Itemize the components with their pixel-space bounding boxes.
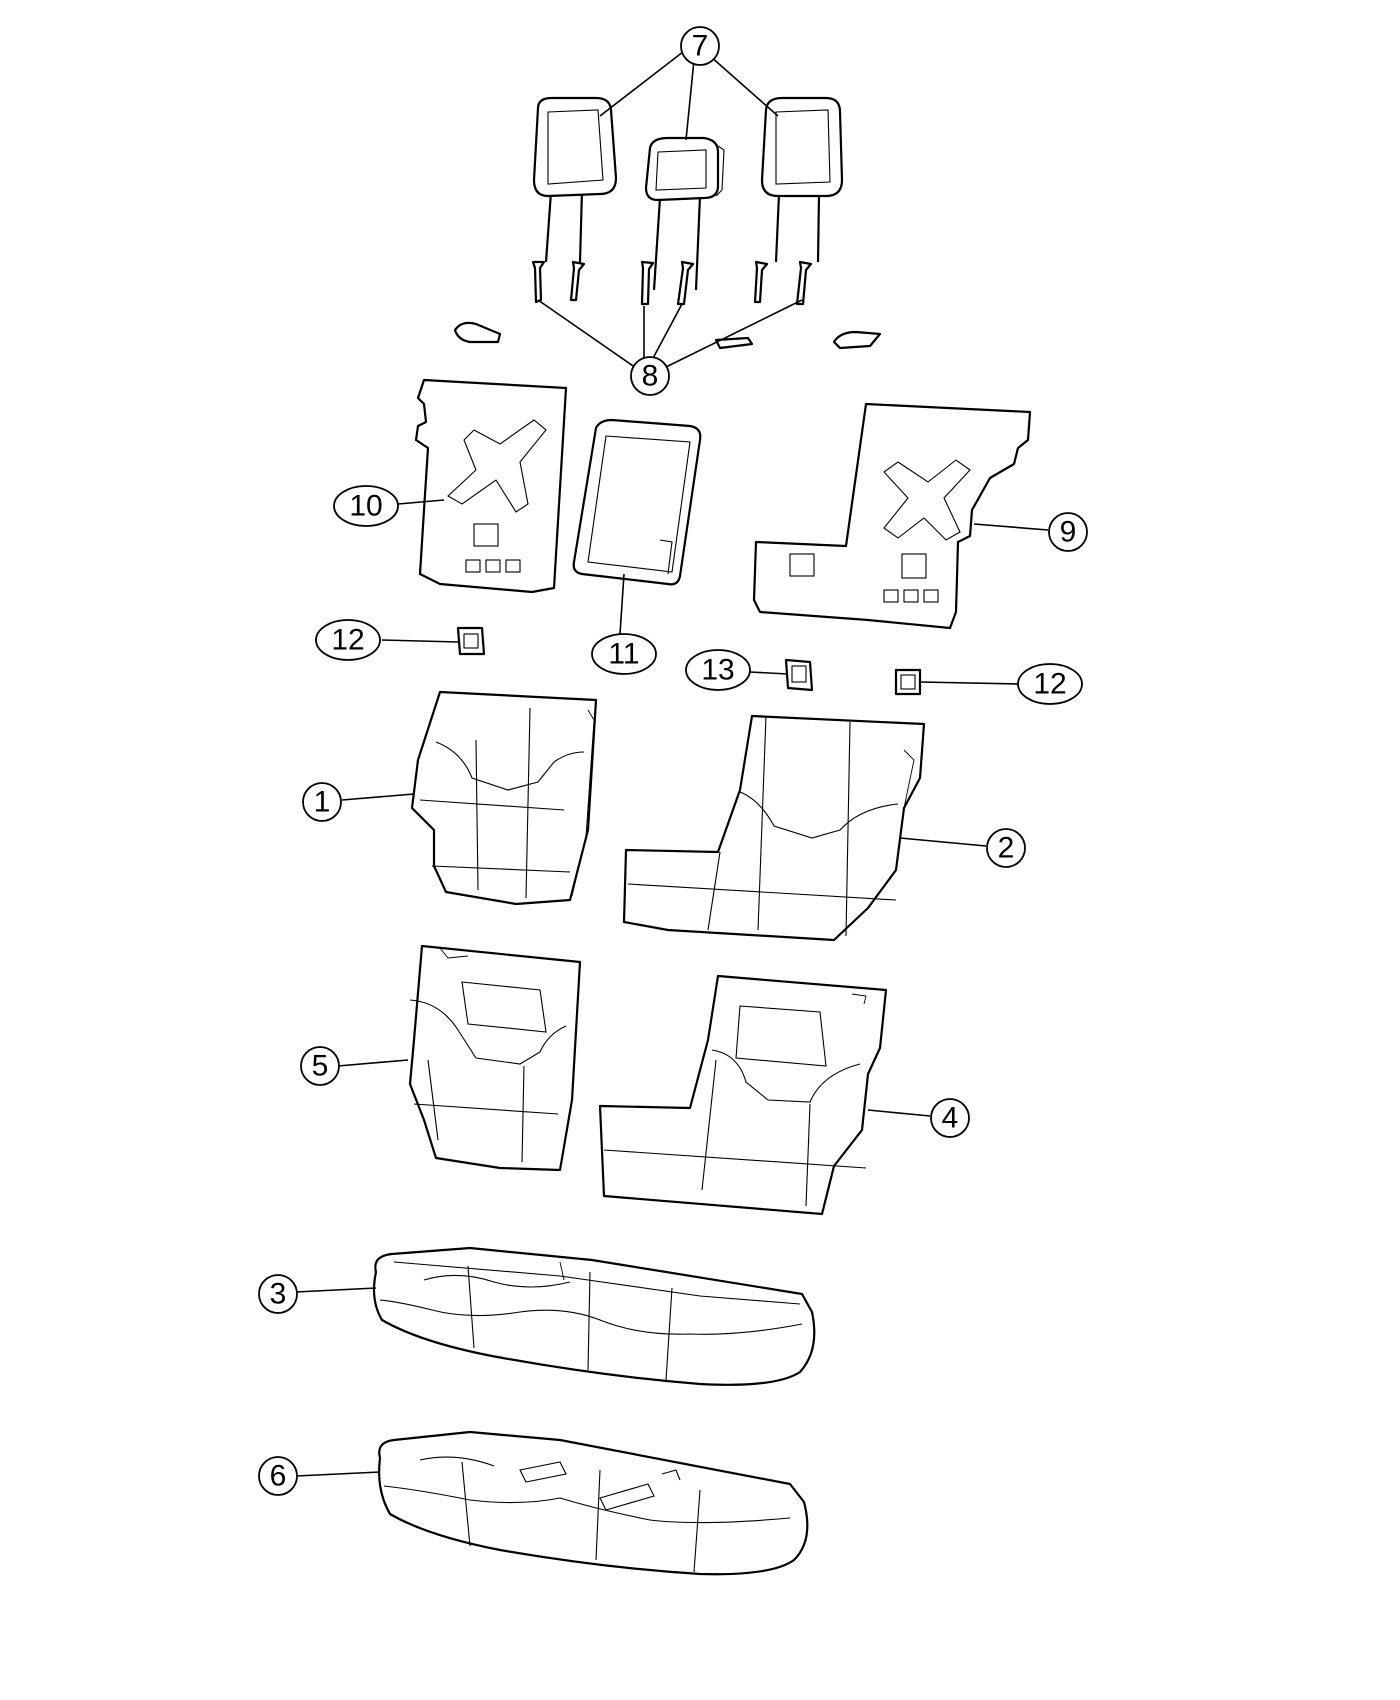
- callout-11: 11: [591, 633, 657, 675]
- callout-3: 3: [258, 1274, 298, 1314]
- callout-4: 4: [930, 1098, 970, 1138]
- seatback-cover-left: [410, 690, 598, 906]
- callout-12-left-label: 12: [331, 624, 364, 657]
- left-seatback-frame: [414, 378, 568, 594]
- callout-1: 1: [302, 782, 342, 822]
- callout-2: 2: [986, 828, 1026, 868]
- right-seatback-frame: [752, 402, 1032, 630]
- headrest-trim-bezels: [453, 321, 882, 350]
- leader-lines: [295, 47, 1049, 1477]
- callout-12-left: 12: [315, 619, 381, 661]
- callout-12-right: 12: [1017, 663, 1083, 705]
- callout-10: 10: [333, 485, 399, 527]
- callout-1-label: 1: [314, 786, 331, 819]
- callout-7: 7: [680, 26, 720, 66]
- headrest-left: [532, 96, 618, 263]
- seatback-cover-right: [622, 714, 926, 942]
- latch-cover-right: [894, 668, 922, 696]
- headrest-guide-sleeves: [531, 260, 813, 306]
- callout-8: 8: [630, 356, 670, 396]
- callout-9-label: 9: [1060, 516, 1077, 549]
- callout-5-label: 5: [312, 1050, 329, 1083]
- callout-12-right-label: 12: [1033, 668, 1066, 701]
- center-armrest: [572, 418, 702, 586]
- seat-cushion-cover: [372, 1246, 816, 1386]
- seatback-foam-left: [408, 944, 582, 1172]
- callout-13: 13: [685, 649, 751, 691]
- callout-13-label: 13: [701, 654, 734, 687]
- callout-8-label: 8: [642, 360, 659, 393]
- latch-cover-left: [456, 626, 486, 656]
- callout-3-label: 3: [270, 1278, 287, 1311]
- callout-6: 6: [258, 1456, 298, 1496]
- headrest-right: [760, 96, 844, 263]
- callout-9: 9: [1048, 512, 1088, 552]
- callout-6-label: 6: [270, 1460, 287, 1493]
- callout-2-label: 2: [998, 832, 1015, 865]
- callout-10-label: 10: [349, 490, 382, 523]
- callout-5: 5: [300, 1046, 340, 1086]
- seat-cushion-foam: [378, 1430, 809, 1576]
- callout-11-label: 11: [608, 638, 639, 671]
- seatback-foam-right: [598, 974, 888, 1216]
- callout-7-label: 7: [692, 30, 709, 63]
- latch-cover-center: [784, 658, 814, 692]
- callout-4-label: 4: [942, 1102, 959, 1135]
- headrest-center: [644, 136, 725, 291]
